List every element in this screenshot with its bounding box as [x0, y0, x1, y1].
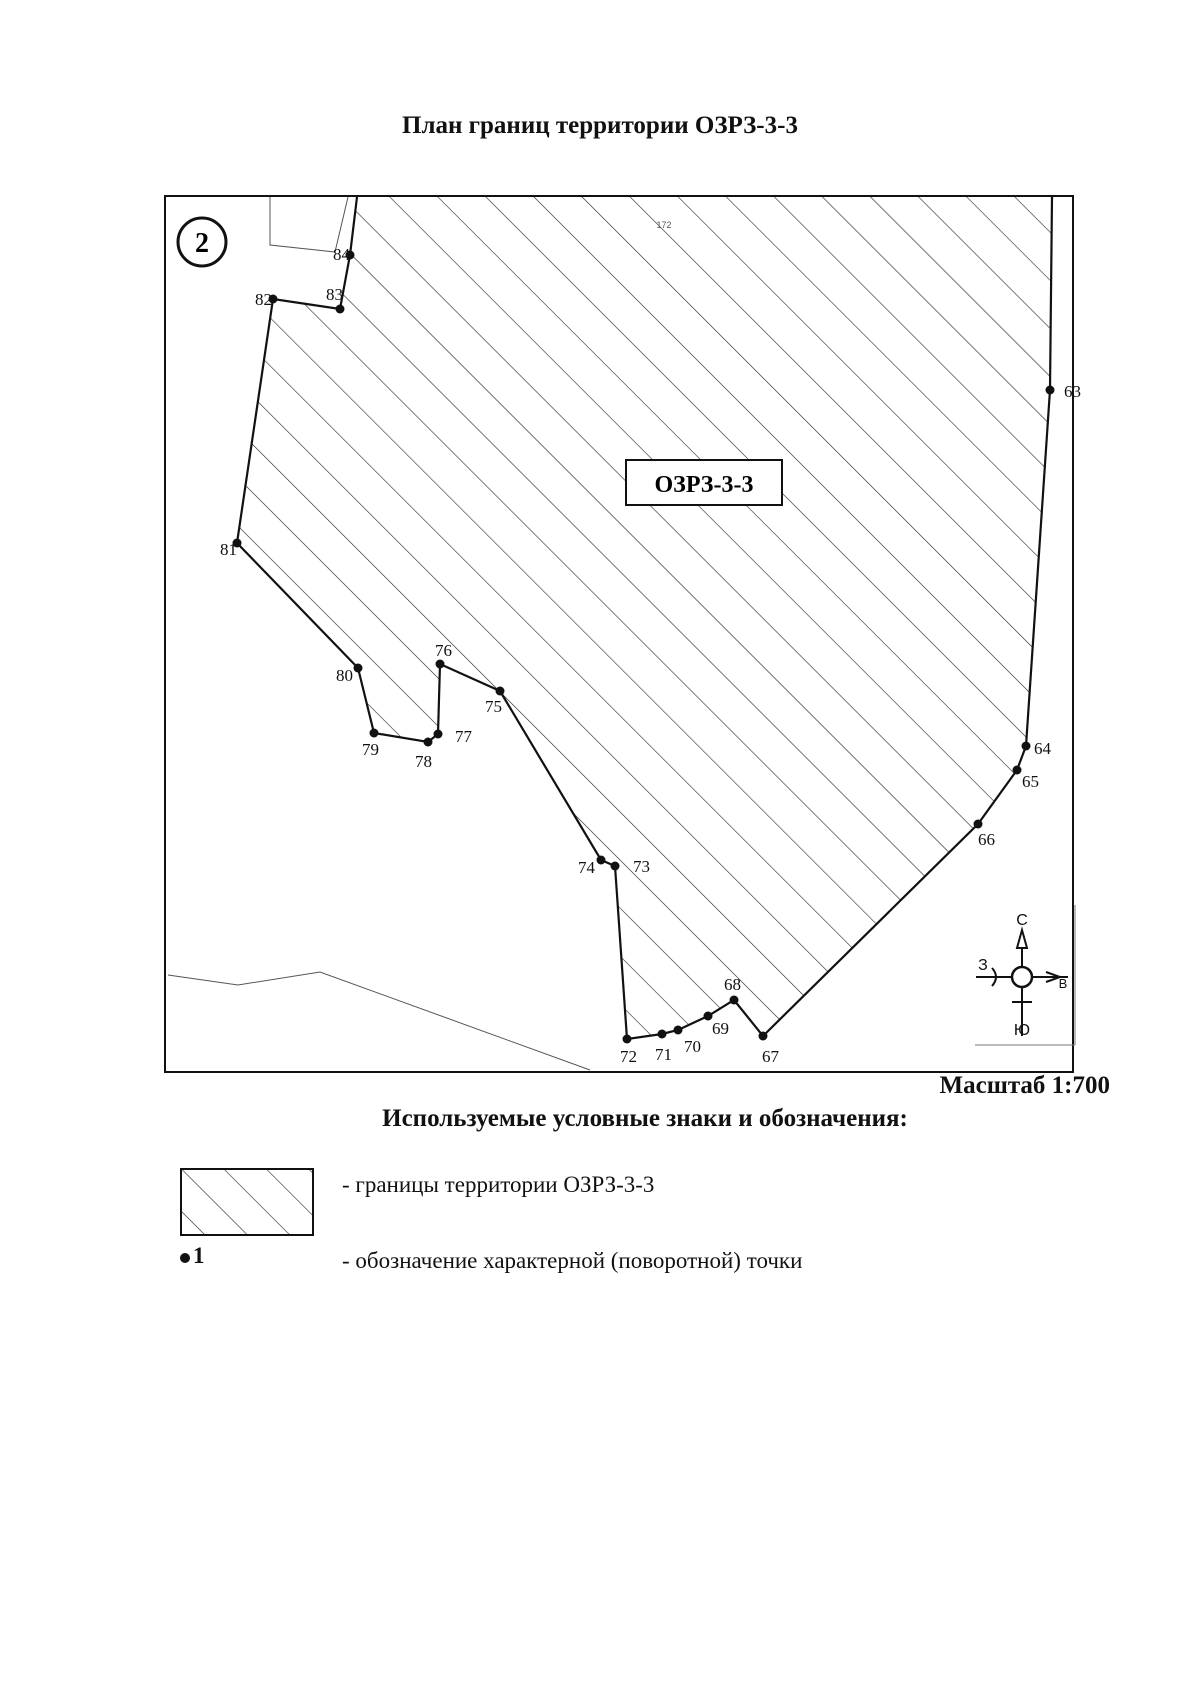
parcel-line-top [334, 196, 349, 253]
compass-rose [975, 905, 1076, 1046]
point-label-70: 70 [684, 1037, 701, 1056]
legend-title: Используемые условные знаки и обозначени… [382, 1105, 908, 1132]
point-marker-80 [353, 663, 363, 673]
parcel-outline-top [269, 197, 336, 253]
point-dot-icon [180, 1252, 190, 1263]
point-label-74: 74 [578, 858, 596, 877]
east-arrow-icon [1045, 971, 1063, 983]
point-label-84: 84 [333, 245, 351, 264]
point-marker-83 [335, 304, 345, 314]
west-tick-icon [991, 967, 997, 987]
point-label-72: 72 [620, 1047, 637, 1066]
compass-north-label: С [1016, 912, 1028, 929]
compass-west-label: З [978, 957, 988, 974]
background-parcels [167, 196, 591, 1071]
sheet-number-circle [176, 216, 228, 268]
point-marker-65 [1012, 765, 1022, 775]
point-marker-72 [622, 1034, 632, 1044]
zone-boundary-line [235, 196, 1054, 1041]
point-marker-78 [423, 737, 433, 747]
zone-label-frame [625, 459, 783, 506]
point-marker-70 [673, 1025, 683, 1035]
point-label-77: 77 [455, 727, 473, 746]
point-marker-76 [435, 659, 445, 669]
point-marker-63 [1045, 385, 1055, 395]
point-label-81: 81 [220, 540, 237, 559]
point-marker-66 [973, 819, 983, 829]
legend-point-number: 1 [193, 1243, 205, 1268]
parcel-number-label: 172 [656, 220, 671, 230]
legend-item-boundary-text: - границы территории ОЗРЗ-3-3 [342, 1172, 655, 1197]
scale-text: Масштаб 1:700 [939, 1072, 1110, 1099]
point-marker-69 [703, 1011, 713, 1021]
point-marker-84 [345, 250, 355, 260]
point-marker-68 [729, 995, 739, 1005]
point-label-66: 66 [978, 830, 995, 849]
point-label-78: 78 [415, 752, 432, 771]
point-label-79: 79 [362, 740, 379, 759]
point-marker-67 [758, 1031, 768, 1041]
point-label-75: 75 [485, 697, 502, 716]
legend-item-point-text: - обозначение характерной (поворотной) т… [342, 1248, 803, 1273]
compass-east-label: В [1059, 976, 1068, 991]
point-label-71: 71 [655, 1045, 672, 1064]
zone-label: ОЗРЗ-3-3 [655, 472, 754, 498]
north-arrow-icon [1015, 926, 1029, 949]
point-marker-82 [268, 294, 278, 304]
compass-center-icon [1010, 965, 1034, 989]
sheet-number: 2 [195, 228, 209, 259]
boundary-points: 63 64 65 66 67 68 69 70 71 72 73 74 75 76 77 78 79 80 81 82… [220, 245, 1081, 1066]
zone-hatched-area [237, 197, 1052, 1039]
point-marker-73 [610, 861, 620, 871]
point-label-76: 76 [435, 641, 452, 660]
point-marker-77 [433, 729, 443, 739]
point-marker-75 [495, 686, 505, 696]
map-frame [164, 195, 1074, 1073]
point-label-73: 73 [633, 857, 650, 876]
compass-south-label: Ю [1014, 1022, 1030, 1039]
parcel-line-bottom [167, 971, 591, 1071]
point-marker-79 [369, 728, 379, 738]
point-label-65: 65 [1022, 772, 1039, 791]
legend-hatch-swatch [180, 1168, 314, 1236]
point-label-68: 68 [724, 975, 741, 994]
sheet-number-marker: 2 [176, 216, 228, 268]
point-label-64: 64 [1034, 739, 1052, 758]
point-label-63: 63 [1064, 382, 1081, 401]
point-label-82: 82 [255, 290, 272, 309]
point-marker-71 [657, 1029, 667, 1039]
zone-label-box: ОЗРЗ-3-3 [625, 459, 783, 506]
point-marker-81 [232, 538, 242, 548]
page-title: План границ территории ОЗРЗ-3-3 [402, 112, 798, 139]
point-label-67: 67 [762, 1047, 780, 1066]
legend-hatch-pattern [182, 1170, 312, 1234]
point-label-69: 69 [712, 1019, 729, 1038]
point-marker-74 [596, 855, 606, 865]
point-label-83: 83 [326, 285, 343, 304]
point-marker-64 [1021, 741, 1031, 751]
point-label-80: 80 [336, 666, 353, 685]
legend-point-symbol: 1 [180, 1243, 205, 1269]
